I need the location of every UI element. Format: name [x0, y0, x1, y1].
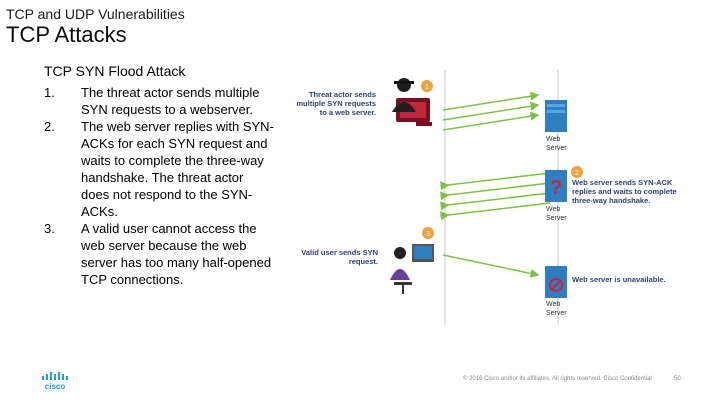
- syn-arrow: [442, 111, 540, 131]
- content-heading: TCP SYN Flood Attack: [44, 63, 186, 79]
- syn-arrows: [442, 91, 540, 131]
- web-server-icon: [545, 100, 567, 132]
- syn-arrow: [442, 101, 540, 121]
- syn-ack-arrows: [440, 172, 551, 221]
- valid-user-icon: [390, 244, 434, 294]
- step-badge-2: [571, 166, 583, 178]
- server-label-2: Web Server: [546, 206, 567, 222]
- svg-text:?: ?: [550, 177, 562, 199]
- badge-3-number: 3: [426, 231, 430, 238]
- step-badge-1: [421, 80, 433, 92]
- syn-ack-arrow: [440, 202, 551, 221]
- threat-actor-icon: [392, 78, 432, 126]
- page-number: 50: [674, 376, 681, 382]
- cisco-logo: cisco: [40, 371, 70, 391]
- badge-1-number: 1: [425, 84, 429, 91]
- syn-ack-arrow: [440, 192, 551, 211]
- callout-syn-ack: Web server sends SYN-ACK replies and wai…: [572, 178, 677, 205]
- server-label-3: Web Server: [546, 301, 567, 317]
- copyright-footer: © 2016 Cisco and/or its affiliates. All …: [463, 376, 652, 382]
- step-text: The threat actor sends multiple SYN requ…: [81, 85, 260, 117]
- section-subtitle: TCP and UDP Vulnerabilities: [6, 6, 185, 22]
- syn-ack-arrow: [440, 182, 551, 201]
- logo-text: cisco: [45, 382, 66, 391]
- step-badge-3: [422, 227, 434, 239]
- server-label-1: Web Server: [546, 136, 567, 152]
- step-text: A valid user cannot access the web serve…: [81, 221, 272, 287]
- diagram-canvas: 1 ? 2 3: [390, 70, 583, 325]
- callout-valid-user: Valid user sends SYN request.: [301, 248, 378, 266]
- valid-syn-arrow: [442, 254, 540, 278]
- page-title: TCP Attacks: [6, 22, 127, 47]
- callout-unavailable: Web server is unavailable.: [572, 275, 666, 284]
- steps-list: 1. The threat actor sends multiple SYN r…: [44, 84, 274, 288]
- callout-threat-actor: Threat actor sends multiple SYN requests…: [296, 90, 376, 117]
- step-number: 2.: [44, 119, 55, 134]
- cisco-logo-icon: cisco: [42, 372, 68, 391]
- step-number: 3.: [44, 221, 55, 236]
- syn-flood-diagram: 1 ? 2 3 Threat: [288, 70, 698, 325]
- web-server-unavailable-icon: [545, 266, 567, 298]
- web-server-question-icon: ?: [545, 170, 567, 202]
- list-item: 2. The web server replies with SYN-ACKs …: [44, 118, 274, 220]
- step-text: The web server replies with SYN-ACKs for…: [81, 119, 274, 219]
- step-number: 1.: [44, 85, 55, 100]
- syn-ack-arrow: [440, 172, 551, 191]
- badge-2-number: 2: [575, 170, 579, 177]
- list-item: 3. A valid user cannot access the web se…: [44, 220, 274, 288]
- syn-arrow: [442, 91, 540, 111]
- list-item: 1. The threat actor sends multiple SYN r…: [44, 84, 274, 118]
